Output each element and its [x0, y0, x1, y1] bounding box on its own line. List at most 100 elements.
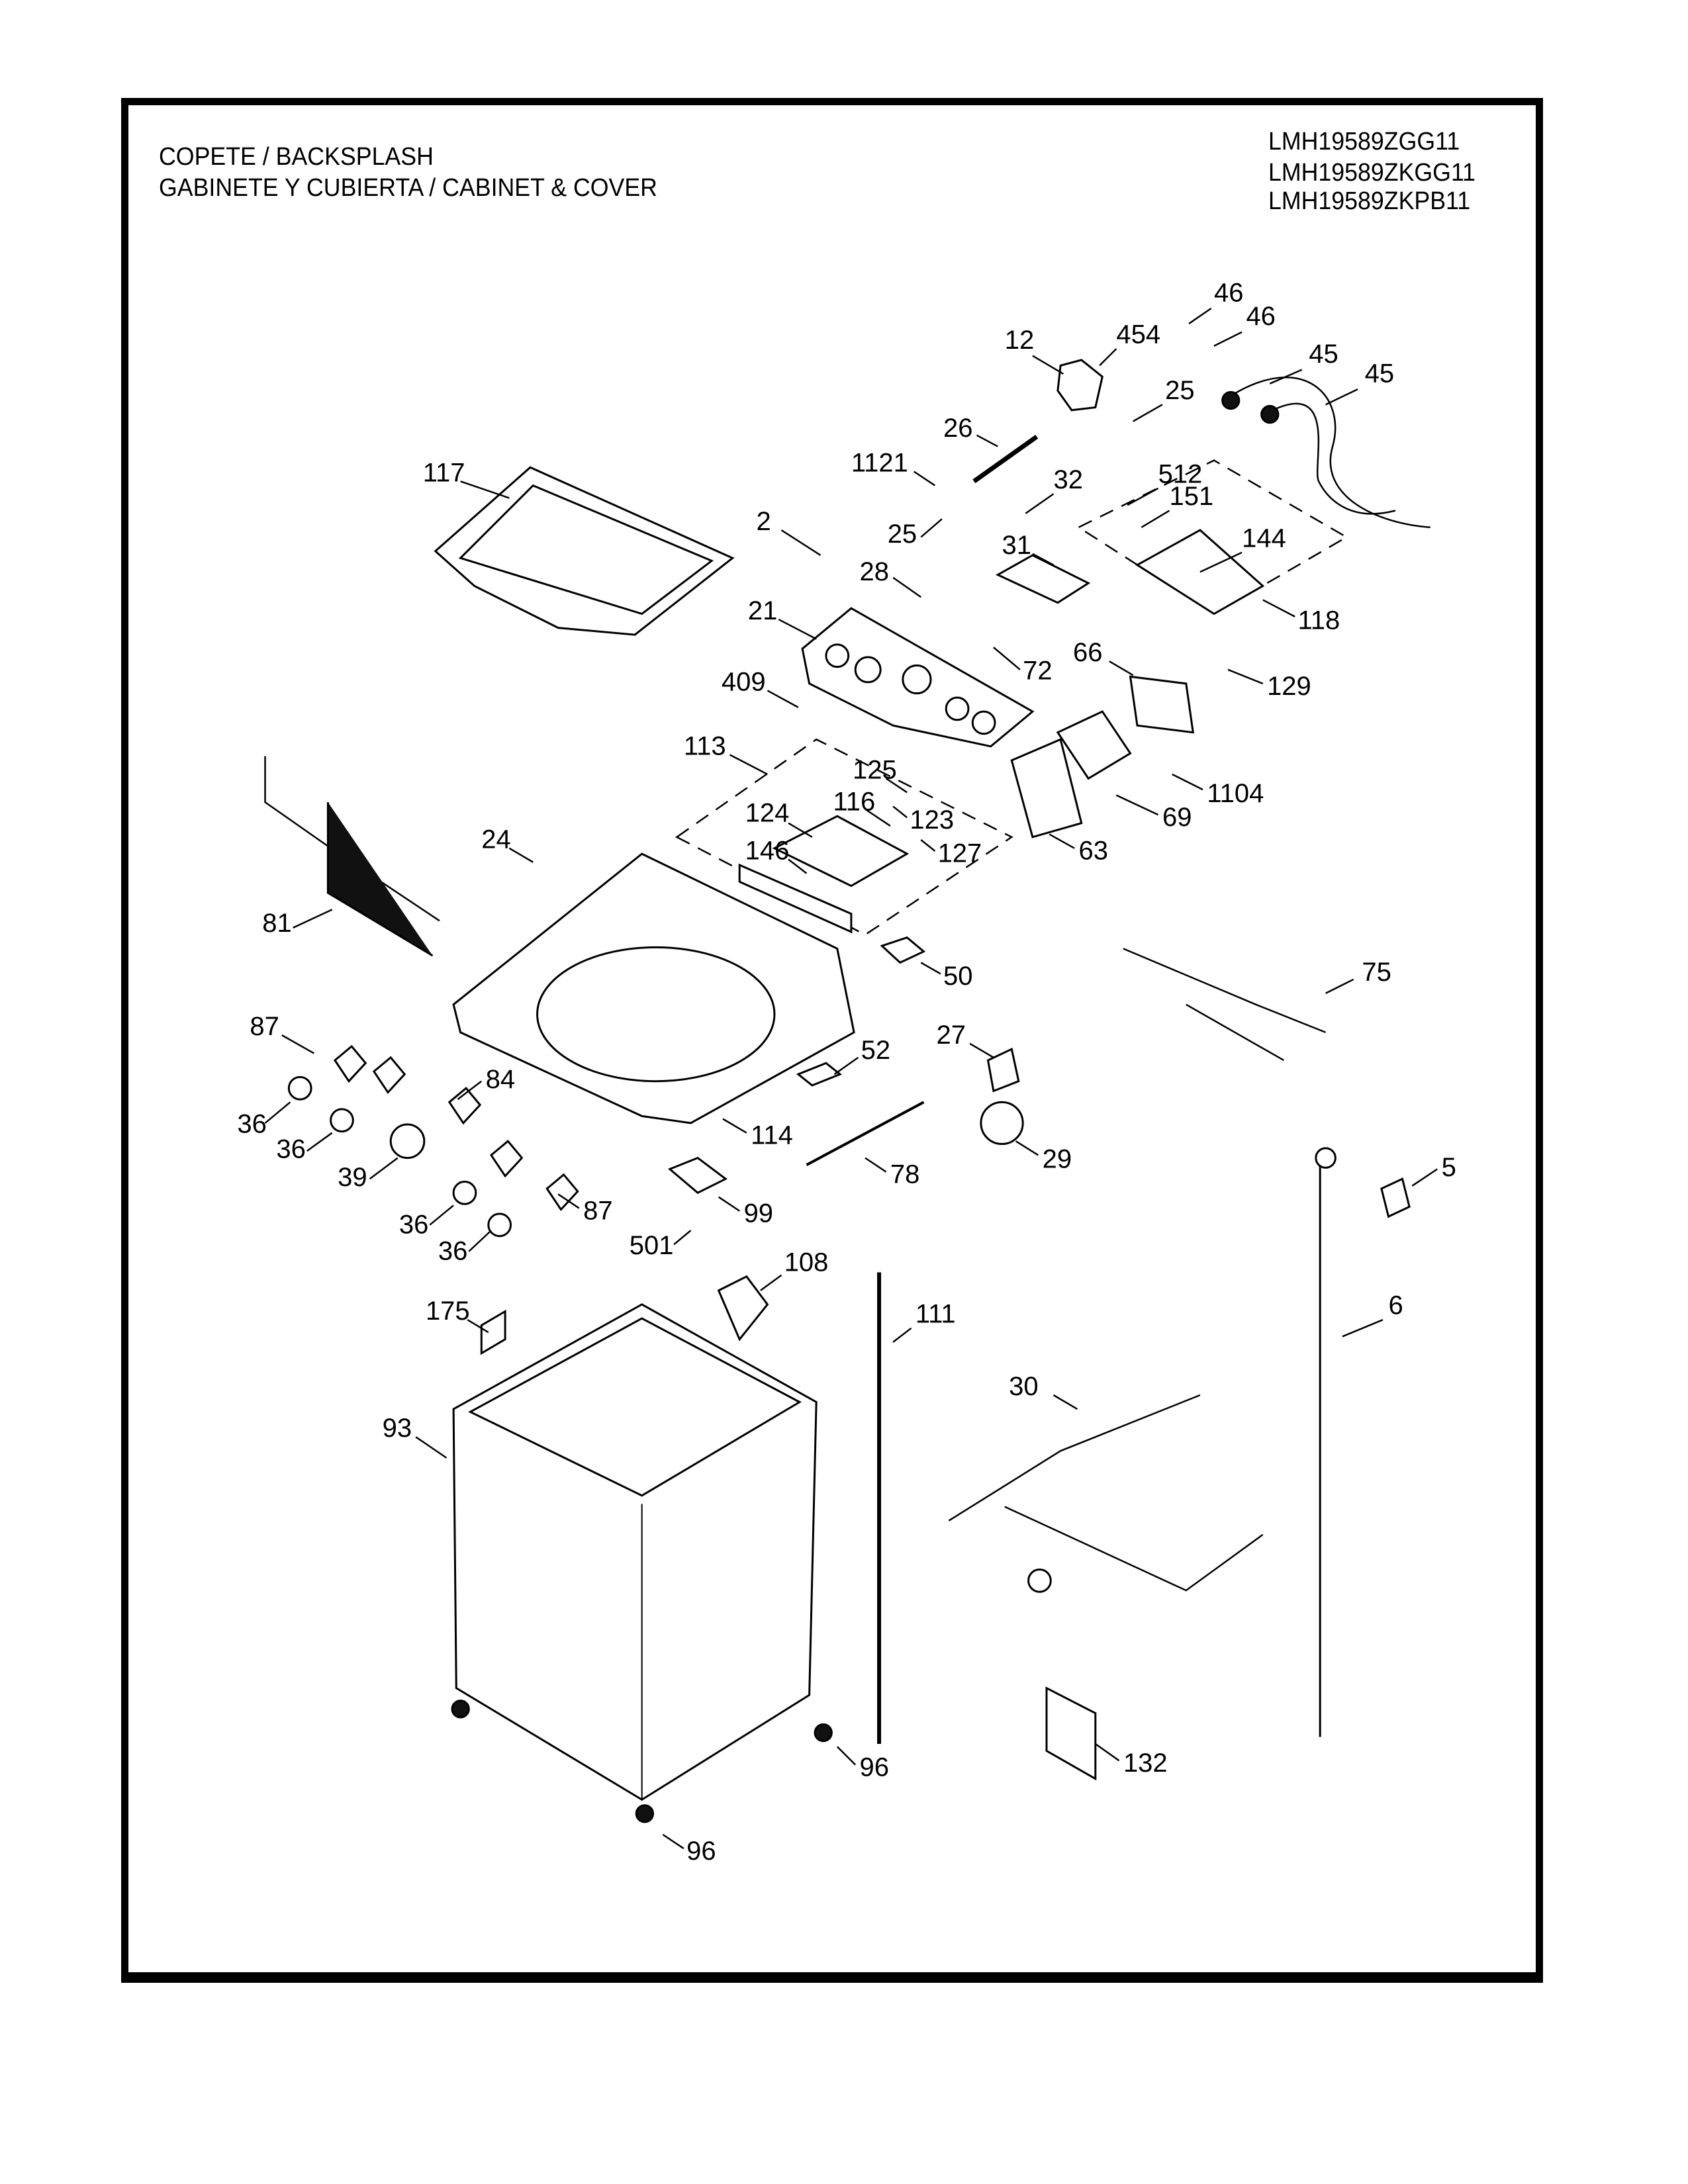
callout-36: 36 — [399, 1205, 454, 1239]
callout-114: 114 — [722, 1118, 793, 1150]
leader-line — [306, 1132, 333, 1152]
thermistor-shape — [545, 1173, 579, 1212]
callout-label: 108 — [784, 1248, 829, 1277]
callout-label: 501 — [630, 1231, 674, 1260]
leader-line — [1325, 978, 1354, 995]
drawer-front-shape — [738, 863, 853, 934]
callout-52: 52 — [833, 1036, 891, 1075]
callout-label: 30 — [1009, 1372, 1039, 1401]
callout-label: 114 — [751, 1121, 793, 1150]
callout-label: 29 — [1043, 1144, 1072, 1173]
callout-label: 6 — [1388, 1291, 1403, 1320]
callout-24: 24 — [481, 825, 534, 863]
leader-line — [467, 1319, 489, 1334]
callout-label: 96 — [686, 1837, 716, 1866]
leader-line — [1032, 553, 1055, 566]
callout-25: 25 — [1133, 376, 1195, 422]
harness-75-shape — [1123, 948, 1327, 1062]
leader-line — [1015, 1140, 1039, 1156]
leader-line — [885, 778, 908, 794]
callout-75: 75 — [1325, 958, 1391, 995]
leveling-leg-shape — [635, 1804, 655, 1823]
callout-175: 175 — [426, 1297, 489, 1334]
leader-line — [976, 434, 998, 447]
leader-line — [1141, 510, 1170, 528]
bracket-108-shape — [717, 1275, 769, 1342]
callout-12: 12 — [1005, 326, 1064, 375]
callout-151: 151 — [1141, 482, 1213, 528]
callout-label: 5 — [1442, 1153, 1456, 1182]
callout-label: 96 — [860, 1752, 890, 1782]
callout-label: 21 — [748, 596, 778, 625]
callout-label: 125 — [853, 755, 897, 784]
callout-label: 512 — [1158, 459, 1203, 488]
callout-label: 175 — [426, 1297, 470, 1326]
thermistor-shape — [447, 1087, 482, 1125]
callout-label: 2 — [757, 507, 771, 536]
callout-label: 69 — [1162, 803, 1192, 832]
callout-label: 93 — [383, 1414, 412, 1443]
pressure-switch-base-shape — [980, 1101, 1024, 1146]
callout-69: 69 — [1115, 794, 1192, 832]
callout-label: 111 — [915, 1299, 956, 1328]
leader-line — [1025, 493, 1055, 514]
harness-81-shape — [264, 756, 440, 922]
leveling-leg-shape — [814, 1723, 833, 1743]
callout-32: 32 — [1025, 465, 1083, 514]
leader-line — [1133, 404, 1163, 422]
callout-21: 21 — [748, 596, 817, 640]
callout-84: 84 — [457, 1065, 515, 1101]
leader-line — [508, 847, 534, 863]
callout-2: 2 — [757, 507, 821, 557]
main-pcb-shape — [1056, 710, 1132, 780]
plug — [1315, 1147, 1336, 1169]
display-pcb-shape — [995, 554, 1091, 604]
pcb-housing-shape — [1010, 738, 1083, 839]
tube-shape — [972, 434, 1039, 484]
envelope-shape — [1045, 1686, 1097, 1781]
callout-36: 36 — [237, 1101, 291, 1139]
grommet-shape — [287, 1075, 312, 1101]
callout-512: 512 — [1127, 459, 1203, 506]
bracket-plate-shape — [1135, 529, 1265, 615]
callout-label: 52 — [861, 1036, 891, 1065]
leader-line — [1032, 355, 1064, 375]
callout-116: 116 — [833, 788, 891, 827]
leader-line — [729, 754, 768, 776]
leader-line — [415, 1436, 447, 1459]
leader-line — [780, 529, 821, 557]
label-175-shape — [480, 1309, 506, 1355]
leader-line — [914, 471, 936, 486]
inlet-hose-shape — [1227, 377, 1430, 529]
leader-line — [1115, 794, 1159, 816]
tub-opening — [536, 946, 776, 1083]
leader-line — [892, 1327, 912, 1343]
leader-line — [1053, 1394, 1078, 1410]
callout-87: 87 — [557, 1193, 613, 1225]
callout-label: 1104 — [1207, 779, 1264, 808]
leader-line — [788, 822, 813, 838]
callout-1104: 1104 — [1172, 773, 1264, 808]
callout-label: 66 — [1073, 638, 1103, 667]
knob — [825, 643, 850, 668]
leader-line — [892, 805, 908, 819]
model-number-3: LMH19589ZKPB11 — [1268, 187, 1471, 215]
callout-146: 146 — [745, 837, 808, 874]
callout-label: 45 — [1309, 340, 1338, 369]
harness-30-shape — [948, 1394, 1264, 1592]
leader-line — [767, 690, 799, 708]
leader-line — [920, 518, 943, 538]
leader-line — [920, 839, 936, 852]
leader-line — [833, 1056, 859, 1075]
leader-line — [457, 1080, 483, 1101]
callout-label: 454 — [1116, 320, 1160, 349]
callout-45: 45 — [1269, 340, 1338, 385]
callout-label: 36 — [237, 1110, 267, 1139]
leader-line — [1188, 307, 1212, 325]
callout-39: 39 — [338, 1157, 399, 1192]
pcb-bracket-shape — [1129, 675, 1195, 734]
grommet-shape — [452, 1180, 477, 1205]
leader-line — [673, 1230, 692, 1246]
callout-label: 99 — [744, 1199, 774, 1228]
micro-switch-shape — [880, 936, 926, 964]
